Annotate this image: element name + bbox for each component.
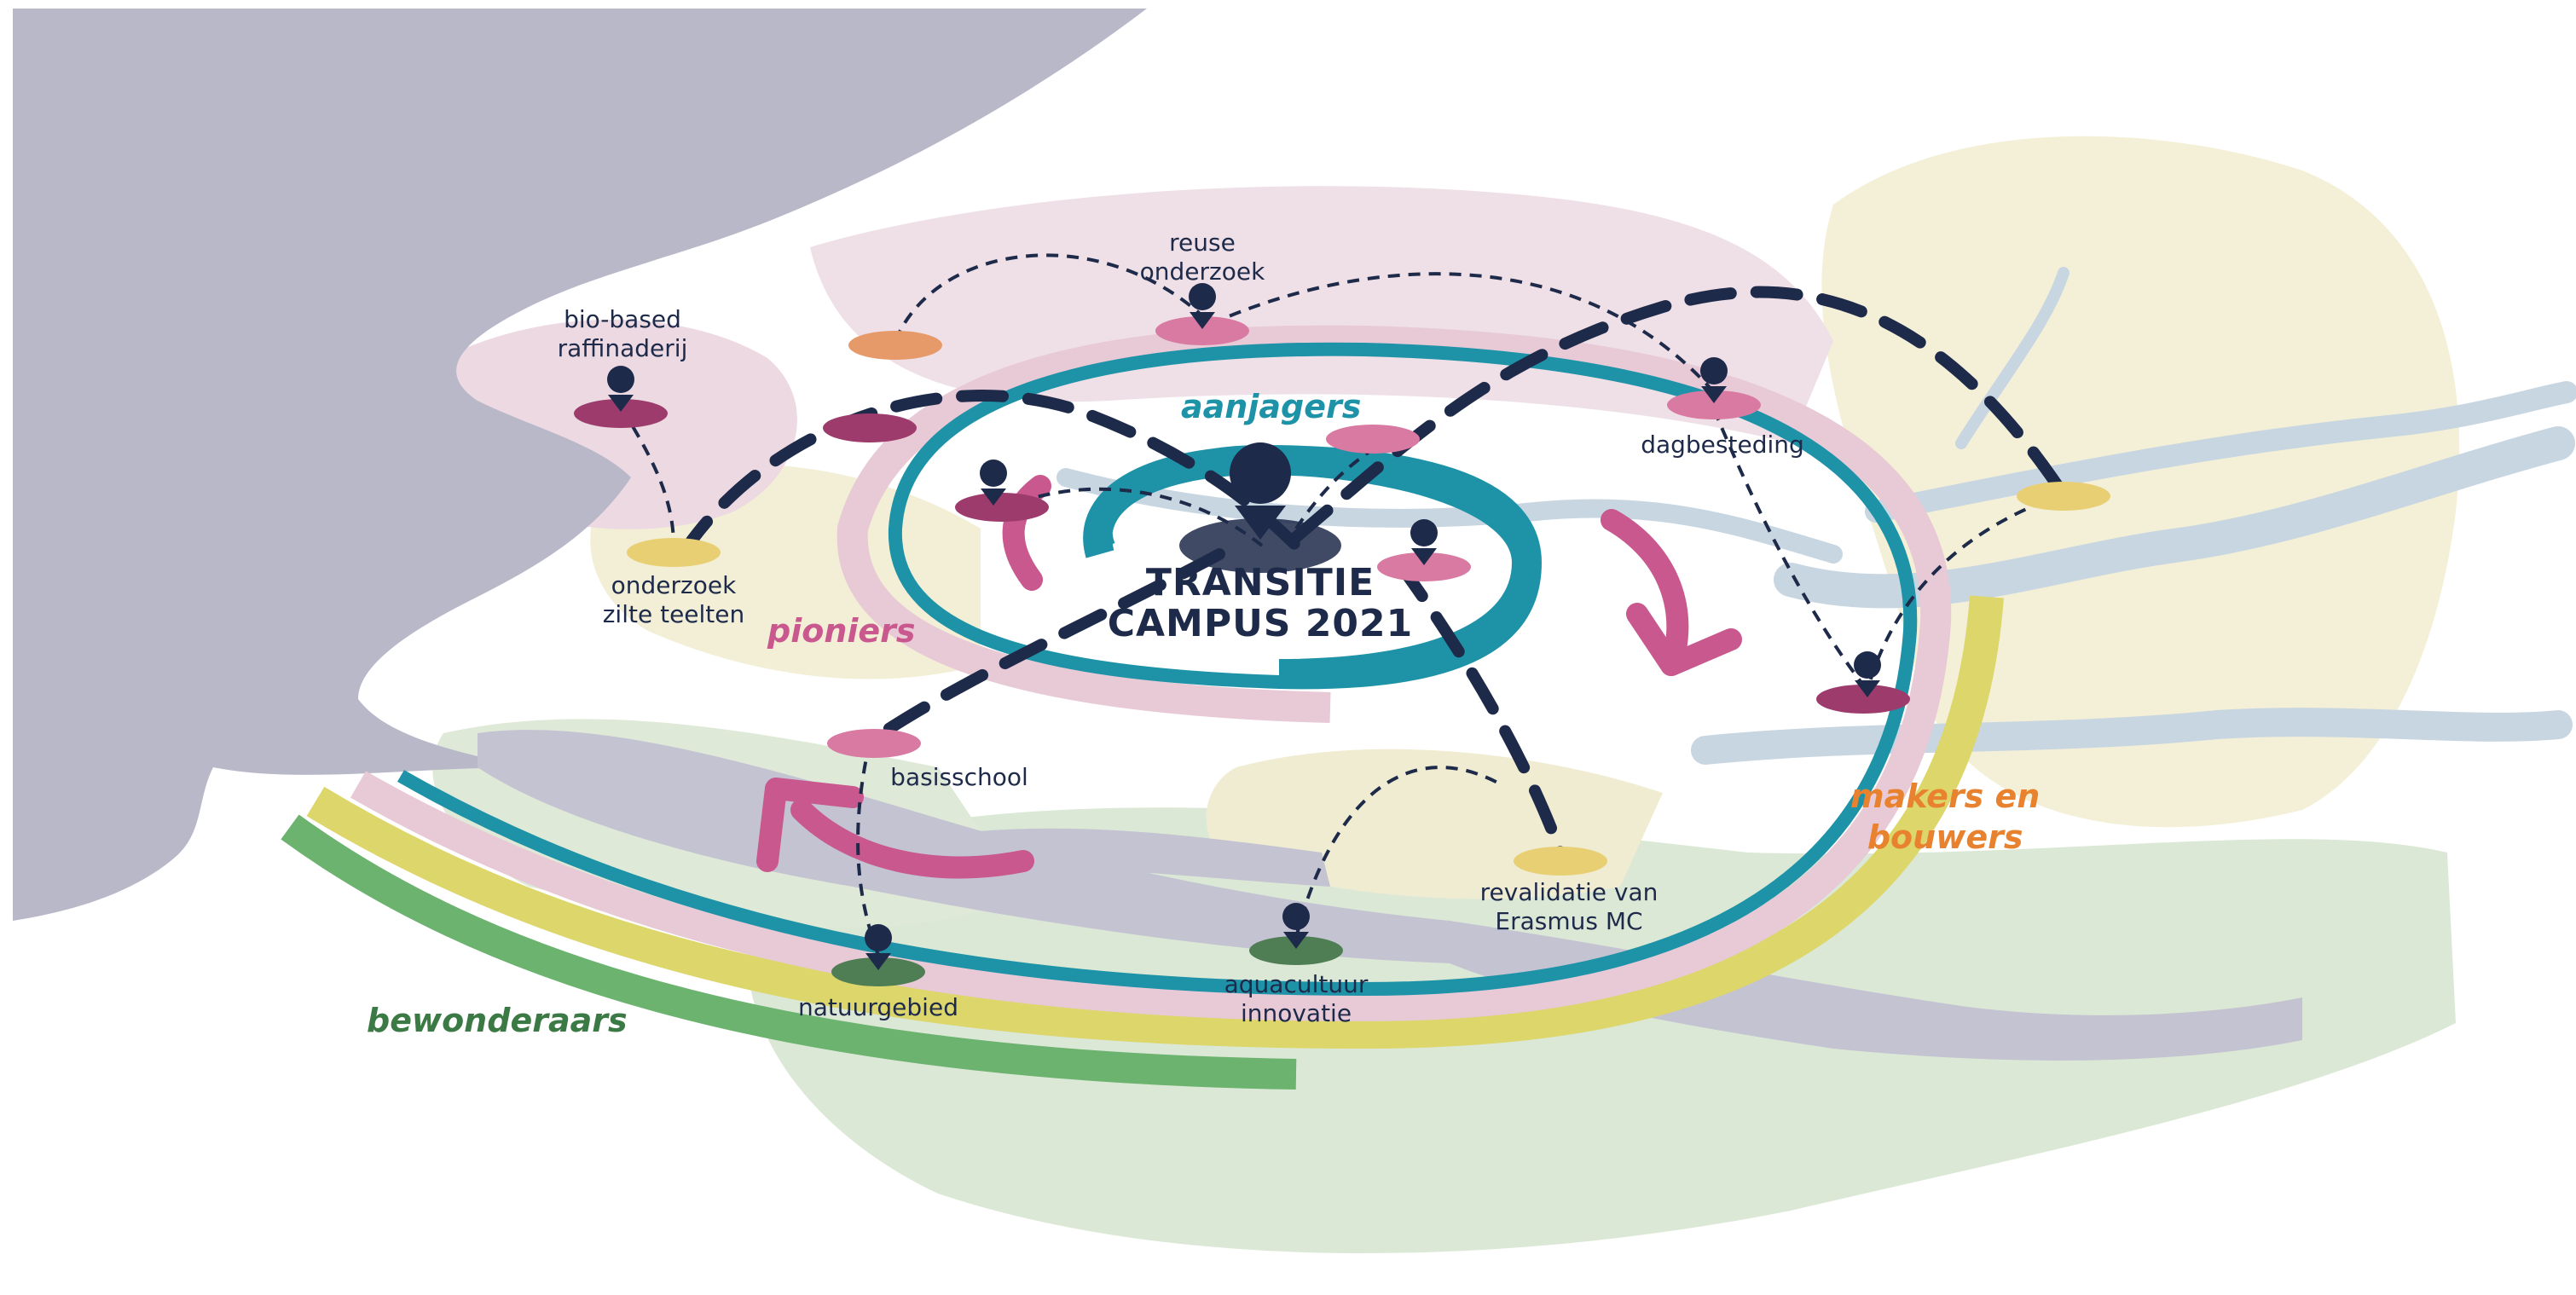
marker-east-ring[interactable]: [1816, 685, 1910, 714]
arrow-head-west: [756, 778, 864, 872]
bewonderaars-band: [281, 814, 1297, 1090]
location-label-bio-based: bio-based raffinaderij: [537, 305, 708, 363]
arrow-head-east: [1626, 603, 1742, 676]
location-label-aquacultuur: aquacultuur innovatie: [1211, 970, 1381, 1028]
marker-center-north[interactable]: [1326, 425, 1420, 454]
marker-inner-west[interactable]: [955, 493, 1049, 522]
location-line1: reuse: [1169, 228, 1236, 257]
north-branch: [1955, 267, 2069, 449]
location-line2: onderzoek: [1139, 257, 1265, 286]
estuary-layer: [478, 730, 2302, 1061]
location-label-natuurgebied: natuurgebied: [784, 993, 972, 1022]
location-line2: zilte teelten: [602, 600, 745, 628]
marker-east-yellow[interactable]: [2017, 482, 2110, 511]
ring-label-bewonderaars: bewonderaars: [367, 1002, 628, 1039]
location-line1: bio-based: [564, 305, 681, 333]
ring-label-makers-line1: makers en: [1850, 778, 2041, 815]
location-line1: dagbesteding: [1641, 431, 1804, 459]
marker-orange-north[interactable]: [848, 331, 942, 360]
ring-label-aanjagers: aanjagers: [1181, 388, 1362, 425]
center-title-line2: CAMPUS 2021: [1107, 602, 1414, 645]
location-line2: raffinaderij: [557, 334, 688, 362]
markers: [574, 316, 2110, 986]
person-pin-icon: [1410, 519, 1438, 565]
person-pin-icon: [980, 460, 1007, 506]
marker-biobased[interactable]: [574, 399, 668, 428]
location-line1: onderzoek: [611, 571, 737, 599]
link-center-basisschool: [864, 548, 1225, 748]
pioniers-pink-band: [350, 325, 1952, 1022]
ring-label-makers-line2: bouwers: [1867, 818, 2023, 856]
marker-reuse[interactable]: [1155, 316, 1249, 345]
ring-label-pioniers: pioniers: [767, 612, 916, 650]
location-line1: revalidatie van: [1479, 878, 1658, 906]
link-dag-east: [1712, 408, 1869, 692]
link-reuse-dag: [1210, 272, 1716, 394]
land-layer: [422, 136, 2460, 1253]
south-river: [1691, 708, 2573, 765]
marker-revalidatie[interactable]: [1514, 847, 1607, 876]
marker-inner-east[interactable]: [1377, 552, 1471, 581]
person-pins: [607, 283, 1881, 970]
location-line1: aquacultuur: [1224, 970, 1369, 998]
channel-east: [1450, 921, 2302, 1061]
sea-area: [13, 9, 1147, 921]
arrow-curve-icon: [1601, 509, 1689, 676]
location-line1: basisschool: [890, 763, 1028, 791]
makers-yellow-band: [306, 595, 2004, 1049]
arrow-curve-icon: [790, 799, 1034, 879]
location-label-dagbesteding: dagbesteding: [1637, 431, 1808, 460]
marker-dagbesteding[interactable]: [1667, 390, 1761, 419]
location-label-reuse: reuse onderzoek: [1126, 228, 1279, 286]
channel-mid: [938, 828, 1330, 887]
person-pin-icon: [1700, 357, 1728, 403]
marker-ring-northwest[interactable]: [823, 413, 917, 442]
location-label-onderzoek-zilte: onderzoek zilte teelten: [588, 571, 759, 629]
person-pin-icon: [607, 366, 634, 412]
person-pin-icon: [1854, 651, 1881, 697]
link-aqua-reval: [1294, 766, 1502, 939]
location-line2: innovatie: [1240, 999, 1352, 1027]
person-pin-icon: [865, 924, 892, 970]
arrow-curve-icon: [1002, 475, 1051, 591]
center-title: TRANSITIE CAMPUS 2021: [1090, 563, 1431, 645]
location-line2: Erasmus MC: [1495, 907, 1643, 935]
link-center-revalidatie: [1392, 557, 1566, 859]
person-pin-icon: [1230, 442, 1291, 540]
link-east: [1866, 493, 2064, 691]
marker-zilte[interactable]: [627, 538, 721, 567]
pink-arrows: [756, 475, 1742, 879]
center-title-line1: TRANSITIE: [1145, 561, 1375, 604]
location-line1: natuurgebied: [798, 993, 958, 1021]
upper-river: [1865, 381, 2576, 523]
link-zilte-center: [676, 390, 1302, 560]
link-biobased-zilte: [621, 408, 675, 546]
link-orange-reuse: [894, 253, 1213, 342]
marker-natuurgebied[interactable]: [831, 957, 925, 986]
person-pin-icon: [1189, 283, 1216, 329]
marker-basisschool[interactable]: [827, 729, 921, 758]
person-pin-icon: [1282, 903, 1310, 949]
location-label-revalidatie: revalidatie van Erasmus MC: [1467, 878, 1671, 936]
ring-label-makers: makers en bouwers: [1850, 776, 2040, 858]
location-label-basisschool: basisschool: [874, 763, 1045, 792]
marker-aquacultuur[interactable]: [1249, 936, 1343, 965]
ring-bands: [281, 325, 2004, 1090]
marker-center[interactable]: [1179, 518, 1341, 573]
